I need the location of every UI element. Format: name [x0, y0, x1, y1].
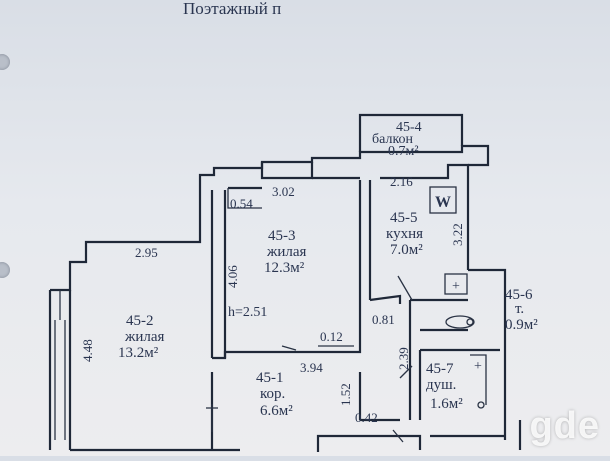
room-kitchen: 45-5 кухня 7.0м²: [386, 210, 423, 258]
room-living-2-id: 45-2: [126, 313, 154, 329]
room-living-3-name: жилая: [266, 244, 307, 260]
shower-fixture: +: [470, 354, 487, 409]
room-kitchen-name: кухня: [386, 226, 423, 242]
room-shower-id: 45-7: [426, 361, 454, 377]
dimension-0-42: 0.42: [355, 410, 378, 425]
dimension-3-02: 3.02: [272, 184, 295, 199]
stove: W: [429, 186, 457, 214]
dimension-4-06: 4.06: [225, 265, 240, 288]
room-living-3-id: 45-3: [268, 228, 296, 244]
room-shower-name: душ.: [426, 377, 456, 393]
binder-hole-top: [0, 54, 10, 70]
room-balcony-id: 45-4: [396, 120, 422, 135]
room-kitchen-id: 45-5: [390, 210, 418, 226]
room-balcony-name: балкон: [372, 132, 414, 147]
dimension-2-39: 2.39: [396, 347, 411, 370]
ceiling-height: h=2.51: [228, 305, 267, 320]
room-corridor-name: кор.: [260, 386, 285, 402]
room-toilet-name: т.: [515, 301, 524, 317]
dimension-0-12: 0.12: [320, 329, 343, 344]
fixtures: [54, 188, 413, 443]
room-shower-area: 1.6м²: [430, 396, 463, 412]
room-kitchen-area: 7.0м²: [390, 242, 423, 258]
toilet-fixture: [445, 315, 475, 329]
dimension-4-48: 4.48: [80, 339, 95, 362]
dimension-3-94: 3.94: [300, 360, 323, 375]
dimension-1-52: 1.52: [338, 383, 353, 406]
room-living-3: 45-3 жилая 12.3м²: [264, 228, 307, 276]
room-balcony: 45-4 балкон 0.7м²: [372, 120, 422, 159]
dimension-2-95: 2.95: [135, 245, 158, 260]
dimension-0-81: 0.81: [372, 312, 395, 327]
room-toilet: 45-6 т. 0.9м²: [505, 287, 538, 333]
room-living-2-area: 13.2м²: [118, 345, 159, 361]
sink: +: [444, 273, 468, 295]
room-living-2-name: жилая: [124, 329, 165, 345]
room-corridor-area: 6.6м²: [260, 403, 293, 419]
dimension-3-22: 3.22: [450, 223, 465, 246]
room-shower: 45-7 душ. 1.6м²: [426, 361, 463, 412]
room-corridor: 45-1 кор. 6.6м²: [256, 370, 293, 419]
room-toilet-id: 45-6: [505, 287, 533, 303]
outer-walls: [48, 144, 522, 452]
dimensions: 3.02 2.16 0.54 3.22 2.95 4.06 4.48 h=2.5…: [80, 174, 465, 425]
svg-text:+: +: [474, 359, 482, 374]
binder-hole-bottom: [0, 262, 10, 278]
room-balcony-area: 0.7м²: [388, 144, 419, 159]
plan-title: Поэтажный п: [183, 0, 281, 18]
dimension-2-16: 2.16: [390, 174, 413, 189]
stove-symbol: W: [435, 194, 451, 211]
watermark-logo: gde: [529, 405, 600, 447]
room-living-3-area: 12.3м²: [264, 260, 305, 276]
dimension-0-54: 0.54: [230, 196, 253, 211]
svg-text:+: +: [452, 279, 460, 294]
room-corridor-id: 45-1: [256, 370, 284, 386]
balcony: [358, 113, 464, 152]
room-living-2: 45-2 жилая 13.2м²: [118, 313, 165, 361]
room-toilet-area: 0.9м²: [505, 317, 538, 333]
